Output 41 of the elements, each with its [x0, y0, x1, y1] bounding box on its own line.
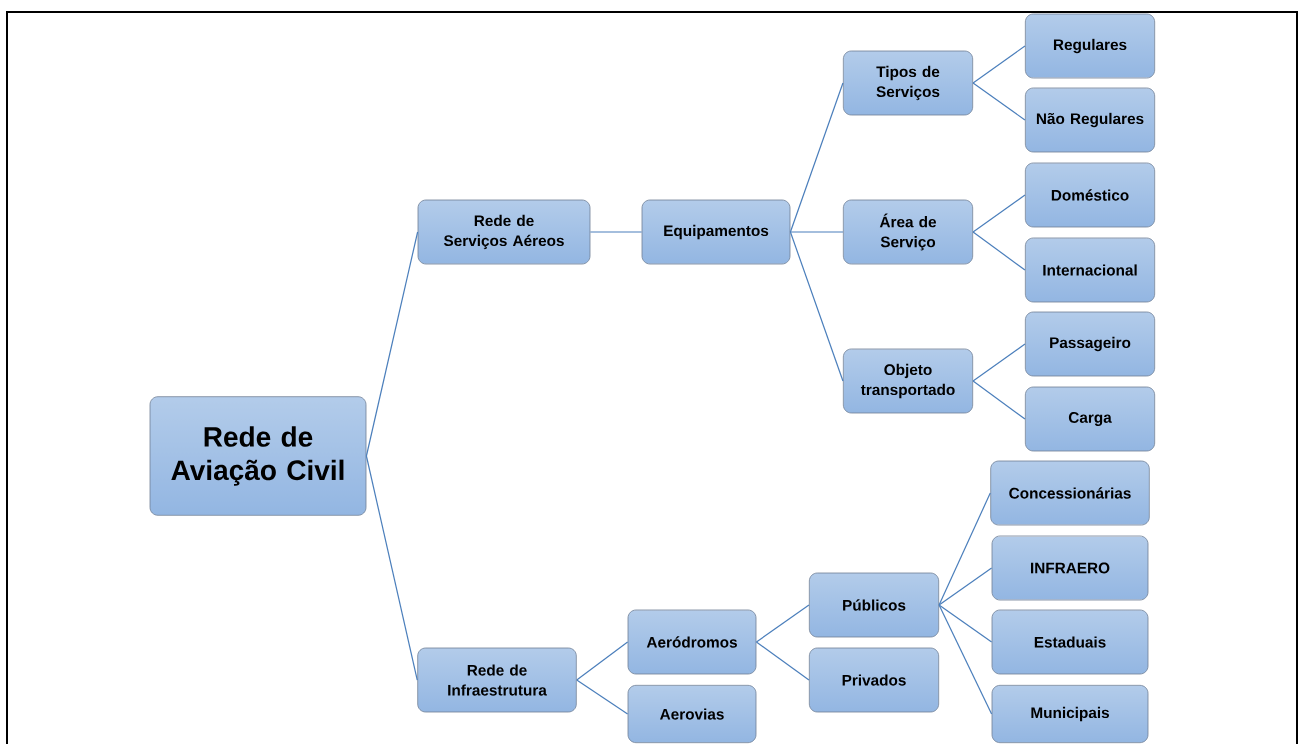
topic-box: Concessionárias	[990, 460, 1150, 526]
topic-box: Carga	[1024, 386, 1156, 452]
topic-box: Aerovias	[627, 684, 757, 744]
connector-line	[938, 567, 993, 606]
topic-box: INFRAERO	[991, 535, 1149, 601]
topic-box: Privados	[808, 647, 940, 713]
topic-box: Tipos de Serviços	[842, 50, 974, 116]
connector-line	[972, 194, 1026, 233]
topic-box: Não Regulares	[1024, 87, 1156, 153]
connector-line	[789, 231, 844, 382]
connector-line	[576, 679, 629, 715]
connector-line	[972, 231, 1026, 271]
connector-line	[589, 231, 643, 233]
connector-line	[789, 82, 844, 233]
topic-box: Área de Serviço	[842, 199, 974, 265]
connector-line	[365, 231, 419, 457]
connector-line	[972, 82, 1026, 121]
topic-box: Públicos	[808, 572, 940, 638]
connector-line	[972, 45, 1026, 84]
topic-box: Municipais	[991, 684, 1149, 744]
topic-box: Internacional	[1024, 237, 1156, 303]
topic-box: Equipamentos	[641, 199, 791, 265]
topic-box: Objeto transportado	[842, 348, 974, 414]
topic-box: Passageiro	[1024, 311, 1156, 377]
topic-box: Doméstico	[1024, 162, 1156, 228]
connector-line	[365, 455, 418, 681]
connector-line	[972, 380, 1026, 420]
connector-line	[755, 641, 810, 681]
connector-line	[938, 492, 991, 606]
connector-line	[789, 231, 844, 233]
connector-line	[755, 604, 810, 643]
topic-box: Rede de Aviação Civil	[149, 396, 367, 516]
topic-box: Aeródromos	[627, 609, 757, 675]
connector-line	[938, 604, 993, 643]
topic-box: Rede de Infraestrutura	[417, 647, 577, 713]
connector-line	[576, 641, 629, 681]
topic-box: Rede de Serviços Aéreos	[417, 199, 591, 265]
connector-line	[972, 343, 1026, 382]
connector-line	[938, 604, 993, 715]
topic-box: Regulares	[1024, 13, 1156, 79]
topic-box: Estaduais	[991, 609, 1149, 675]
